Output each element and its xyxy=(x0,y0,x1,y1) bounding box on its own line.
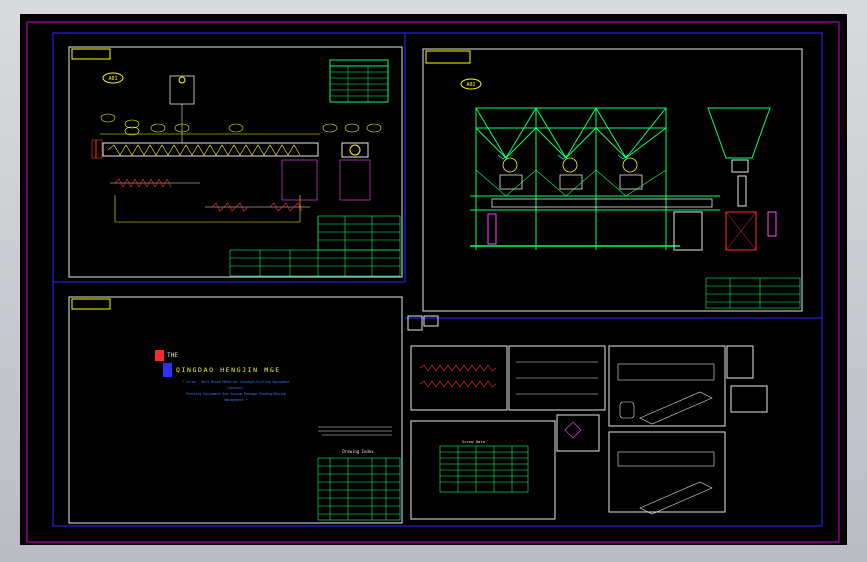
detail-sheet-flange xyxy=(730,385,768,413)
company-marker: THE xyxy=(167,352,178,359)
a02-hoppers xyxy=(491,154,713,208)
a02-title-block xyxy=(705,277,801,309)
sheet-a02[interactable]: A02 xyxy=(422,48,803,312)
detail-b-lines xyxy=(516,361,598,395)
tagline-line-3: Pressing Equipment And Vacuum Package Fe… xyxy=(186,392,286,396)
detail-sheet-small xyxy=(726,345,754,379)
tagline-line-4: Management * xyxy=(224,398,247,402)
a01-screw-details xyxy=(110,178,310,223)
a02-silo-frame xyxy=(470,107,720,250)
a01-title-block xyxy=(229,215,401,277)
detail-sheet-screw-data xyxy=(410,420,556,520)
sheet-a02-tag: A02 xyxy=(466,82,475,88)
detail-trough-a xyxy=(617,363,715,425)
detail-sheet-screw-a xyxy=(410,345,508,411)
drawing-canvas[interactable]: A01 xyxy=(20,14,847,545)
detail-sheet-coupling xyxy=(556,414,600,452)
drawing-index-table xyxy=(317,457,401,521)
detail-thumb-2 xyxy=(423,315,439,327)
detail-screw-a-flight xyxy=(419,364,497,372)
sheet-a02-tag-bubble xyxy=(460,78,482,90)
detail-trough-b xyxy=(617,451,715,515)
sheet-a02-border xyxy=(422,48,803,312)
tagline-line-2: Conveyor, xyxy=(227,386,244,390)
sheet-a01-border xyxy=(68,46,403,278)
screw-data-table xyxy=(439,445,529,493)
sheet-a01-tag: A01 xyxy=(108,76,117,82)
sheet-a01[interactable]: A01 xyxy=(68,46,403,278)
company-name: QINGDAO HENGJIN M&E xyxy=(176,366,281,374)
coupling-shape xyxy=(564,421,582,439)
a02-side-hopper xyxy=(487,107,777,251)
detail-sheets[interactable]: Screw Data xyxy=(407,315,768,520)
screw-data-title: Screw Data xyxy=(462,439,485,444)
cover-sheet[interactable]: THE QINGDAO HENGJIN M&E * Screw - Belt M… xyxy=(68,296,403,524)
logo-blue-block xyxy=(163,363,172,377)
outer-frame xyxy=(26,21,840,543)
sheet-a01-corner-box xyxy=(71,48,111,60)
drawing-sheet-svg: A01 xyxy=(26,21,840,543)
schedule-title: Drawing Index xyxy=(342,449,374,454)
detail-screw-b-flight xyxy=(419,380,497,388)
sheet-a02-corner-box xyxy=(425,50,471,64)
detail-sheet-trough-a xyxy=(608,345,726,427)
tagline-line-1: * Screw - Belt Mixed Material Conveyor/L… xyxy=(182,380,290,384)
cover-notes xyxy=(318,426,392,436)
sheet-a01-tag-bubble xyxy=(102,72,124,84)
detail-thumb-1 xyxy=(407,315,423,331)
a01-callouts xyxy=(100,113,382,136)
cover-sheet-border xyxy=(68,296,403,524)
logo-red-block xyxy=(155,350,164,361)
detail-sheet-screw-b xyxy=(508,345,606,411)
cover-corner-box xyxy=(71,298,111,310)
detail-sheet-trough-b xyxy=(608,431,726,513)
inner-frame xyxy=(52,32,823,527)
a01-part-list xyxy=(329,59,389,103)
